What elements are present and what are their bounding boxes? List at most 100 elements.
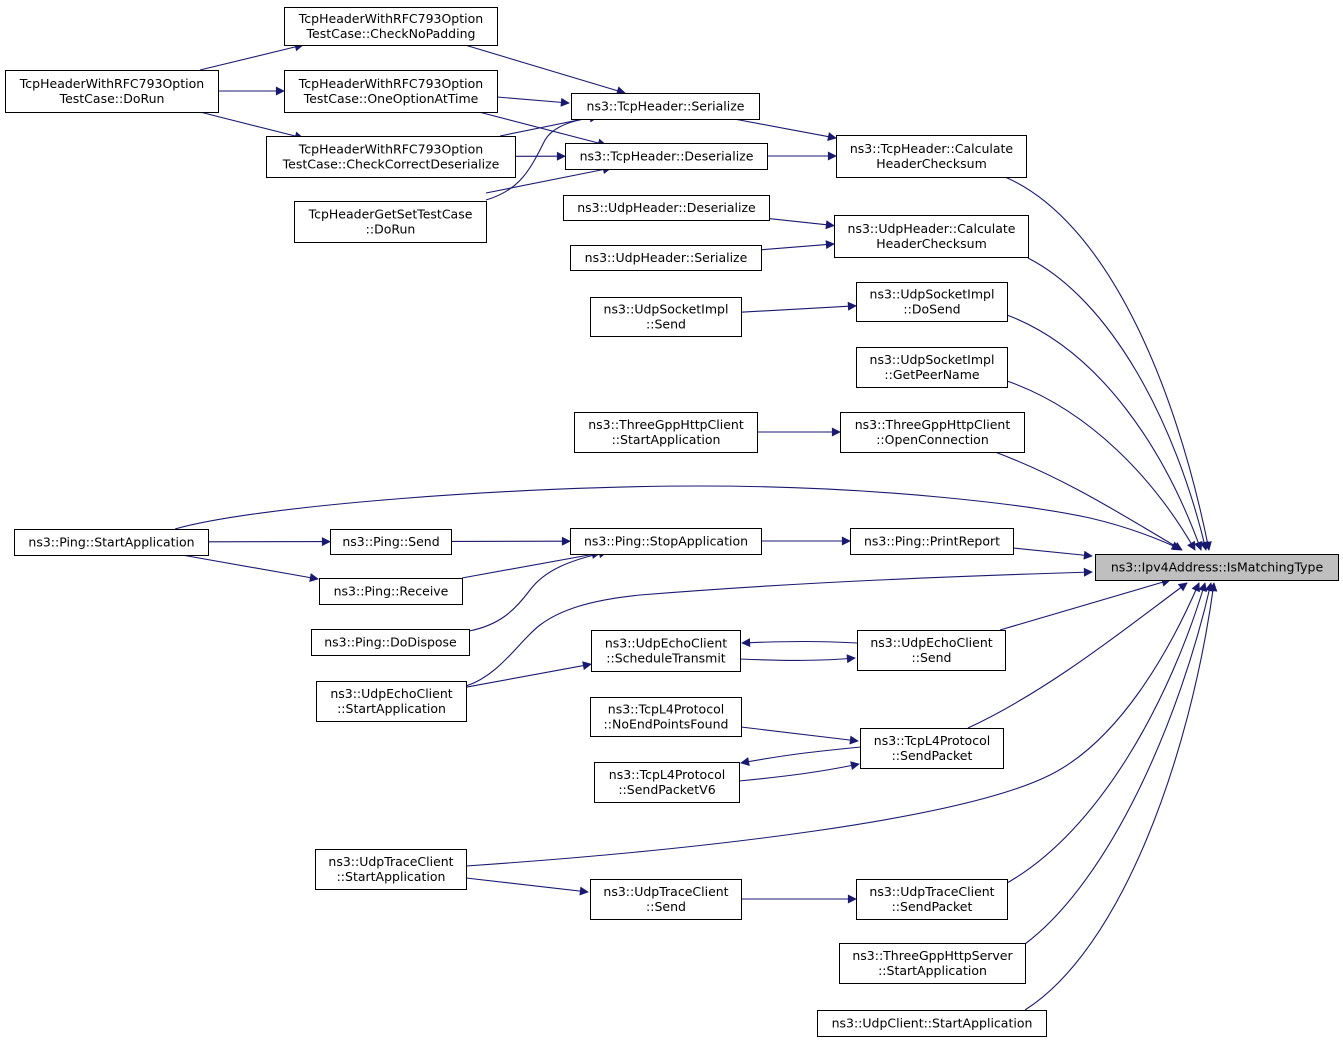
edge-line bbox=[760, 240, 835, 251]
node-box bbox=[834, 215, 1029, 258]
edge-t-getset-to-tcp-ser bbox=[485, 113, 599, 201]
edge-line bbox=[199, 111, 304, 141]
node-label: ns3::Ping::StopApplication bbox=[584, 534, 748, 549]
node-label: ::Send bbox=[912, 650, 952, 665]
node-label: ::Send bbox=[646, 317, 686, 332]
node-ping-start[interactable]: ns3::Ping::StartApplication bbox=[14, 529, 209, 556]
node-box bbox=[836, 135, 1027, 178]
node-box bbox=[565, 143, 768, 170]
edge-line bbox=[1004, 176, 1212, 551]
edge-httpsrv-start-to-root bbox=[1024, 582, 1214, 945]
node-t-checkcorr[interactable]: TcpHeaderWithRFC793OptionTestCase::Check… bbox=[266, 136, 516, 178]
node-label: TcpHeaderWithRFC793Option bbox=[19, 76, 204, 91]
edge-ping-dispose-to-ping-stop bbox=[468, 549, 608, 632]
edge-line bbox=[967, 582, 1188, 729]
node-udpclient-start[interactable]: ns3::UdpClient::StartApplication bbox=[817, 1010, 1047, 1037]
edge-line bbox=[734, 118, 837, 142]
node-udpsock-send[interactable]: ns3::UdpSocketImpl::Send bbox=[590, 297, 742, 337]
node-box bbox=[856, 879, 1008, 920]
node-label: ::SendPacket bbox=[892, 748, 973, 763]
node-box bbox=[319, 578, 463, 605]
node-echo-send[interactable]: ns3::UdpEchoClient::Send bbox=[857, 630, 1006, 671]
edge-ping-start-to-root bbox=[174, 485, 1181, 550]
node-box bbox=[590, 297, 742, 337]
node-label: ns3::UdpTraceClient bbox=[603, 884, 728, 899]
edge-echo-send-to-root bbox=[999, 578, 1171, 631]
node-tcpl4-send6[interactable]: ns3::TcpL4Protocol::SendPacketV6 bbox=[594, 762, 740, 803]
node-echo-start[interactable]: ns3::UdpEchoClient::StartApplication bbox=[316, 681, 467, 722]
node-tcpl4-noend[interactable]: ns3::TcpL4Protocol::NoEndPointsFound bbox=[590, 697, 742, 737]
node-label: ns3::TcpL4Protocol bbox=[874, 733, 990, 748]
node-label: ns3::TcpL4Protocol bbox=[609, 767, 725, 782]
node-ping-report[interactable]: ns3::Ping::PrintReport bbox=[850, 528, 1014, 555]
node-t-getset[interactable]: TcpHeaderGetSetTestCase::DoRun bbox=[294, 201, 487, 243]
edge-tcp-ser-to-tcp-calc bbox=[734, 118, 837, 142]
node-box bbox=[563, 195, 770, 221]
node-box bbox=[591, 630, 741, 672]
edge-line bbox=[1006, 314, 1203, 551]
node-label: ::StartApplication bbox=[878, 963, 987, 978]
edge-line bbox=[740, 301, 857, 313]
node-echo-sched[interactable]: ns3::UdpEchoClient::ScheduleTransmit bbox=[591, 630, 741, 672]
node-box bbox=[284, 70, 498, 113]
edge-echo-send-to-echo-sched bbox=[741, 638, 858, 648]
edge-line bbox=[741, 638, 858, 648]
node-label: ns3::Ipv4Address::IsMatchingType bbox=[1111, 560, 1324, 575]
node-label: TcpHeaderWithRFC793Option bbox=[298, 142, 483, 157]
edge-line bbox=[465, 661, 592, 688]
edge-line bbox=[994, 451, 1183, 551]
node-udp-ser[interactable]: ns3::UdpHeader::Serialize bbox=[570, 245, 762, 271]
node-udpsock-dosend[interactable]: ns3::UdpSocketImpl::DoSend bbox=[856, 282, 1008, 322]
edge-udpsock-send-to-udpsock-dosend bbox=[740, 301, 857, 313]
node-ping-receive[interactable]: ns3::Ping::Receive bbox=[319, 578, 463, 605]
node-trace-send[interactable]: ns3::UdpTraceClient::Send bbox=[590, 879, 742, 920]
nodes-layer: ns3::Ipv4Address::IsMatchingTypens3::Tcp… bbox=[5, 7, 1339, 1037]
node-label: TcpHeaderWithRFC793Option bbox=[298, 11, 483, 26]
node-label: ::StartApplication bbox=[612, 432, 721, 447]
edge-line bbox=[1027, 257, 1209, 551]
node-box bbox=[570, 528, 762, 555]
edge-udp-ser-to-udp-calc bbox=[760, 240, 835, 251]
node-root[interactable]: ns3::Ipv4Address::IsMatchingType bbox=[1095, 554, 1339, 581]
node-label: ns3::UdpHeader::Calculate bbox=[848, 221, 1016, 236]
edge-line bbox=[740, 746, 862, 766]
edge-echo-start-to-echo-sched bbox=[465, 661, 592, 688]
node-ping-dispose[interactable]: ns3::Ping::DoDispose bbox=[311, 629, 470, 656]
node-label: ns3::UdpHeader::Serialize bbox=[585, 250, 748, 265]
node-tcp-ser[interactable]: ns3::TcpHeader::Serialize bbox=[571, 93, 760, 120]
node-box bbox=[315, 849, 467, 890]
edge-ping-receive-to-ping-stop bbox=[461, 550, 601, 579]
node-trace-start[interactable]: ns3::UdpTraceClient::StartApplication bbox=[315, 849, 467, 890]
node-label: ns3::Ping::Receive bbox=[334, 584, 449, 599]
edge-line bbox=[174, 485, 1181, 550]
node-label: ns3::Ping::Send bbox=[342, 534, 439, 549]
node-label: ns3::UdpTraceClient bbox=[869, 884, 994, 899]
node-box bbox=[570, 245, 762, 271]
node-ping-send[interactable]: ns3::Ping::Send bbox=[330, 529, 452, 555]
node-tcp-deser[interactable]: ns3::TcpHeader::Deserialize bbox=[565, 143, 768, 170]
node-ping-stop[interactable]: ns3::Ping::StopApplication bbox=[570, 528, 762, 555]
node-http-start[interactable]: ns3::ThreeGppHttpClient::StartApplicatio… bbox=[574, 412, 758, 453]
node-udpsock-peer[interactable]: ns3::UdpSocketImpl::GetPeerName bbox=[856, 347, 1008, 388]
node-label: ::DoRun bbox=[366, 222, 416, 237]
edge-tcpl4-send6-to-tcpl4-send bbox=[738, 761, 860, 782]
edge-echo-sched-to-echo-send bbox=[739, 654, 856, 664]
edge-http-open-to-root bbox=[994, 451, 1183, 551]
node-udp-deser[interactable]: ns3::UdpHeader::Deserialize bbox=[563, 195, 770, 221]
node-http-open[interactable]: ns3::ThreeGppHttpClient::OpenConnection bbox=[840, 412, 1025, 453]
edge-tcpl4-send-to-tcpl4-send6 bbox=[740, 746, 862, 766]
node-tcpl4-send[interactable]: ns3::TcpL4Protocol::SendPacket bbox=[860, 728, 1004, 769]
node-t-nopad[interactable]: TcpHeaderWithRFC793OptionTestCase::Check… bbox=[284, 7, 498, 46]
node-t-oneopt[interactable]: TcpHeaderWithRFC793OptionTestCase::OneOp… bbox=[284, 70, 498, 113]
node-label: ns3::ThreeGppHttpClient bbox=[588, 417, 744, 432]
node-httpsrv-start[interactable]: ns3::ThreeGppHttpServer::StartApplicatio… bbox=[839, 943, 1026, 984]
node-trace-sendpkt[interactable]: ns3::UdpTraceClient::SendPacket bbox=[856, 879, 1008, 920]
node-box bbox=[316, 681, 467, 722]
edge-line bbox=[181, 554, 319, 583]
node-label: ns3::ThreeGppHttpClient bbox=[855, 417, 1011, 432]
node-label: ::StartApplication bbox=[337, 701, 446, 716]
